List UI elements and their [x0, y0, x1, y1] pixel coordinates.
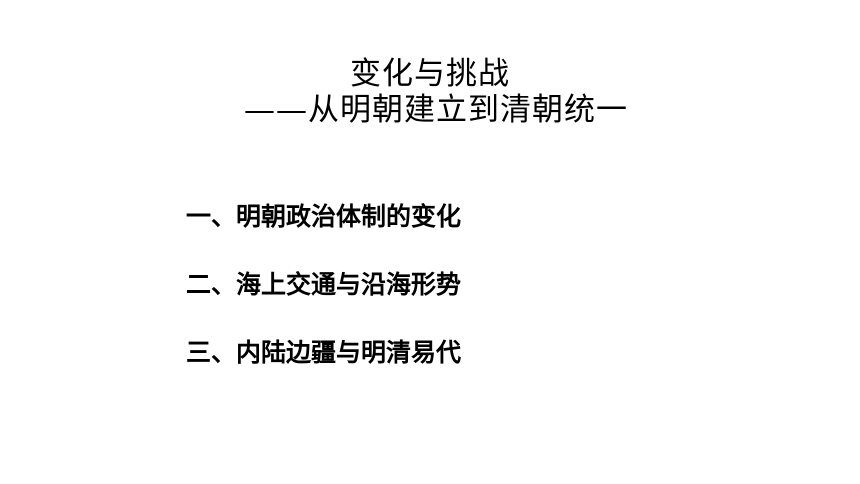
outline-item-1: 一、明朝政治体制的变化	[186, 202, 462, 231]
title-block: 变化与挑战 ——从明朝建立到清朝统一	[0, 56, 860, 128]
outline-item-2: 二、海上交通与沿海形势	[186, 270, 462, 299]
outline-item-3: 三、内陆边疆与明清易代	[186, 338, 462, 367]
outline-list: 一、明朝政治体制的变化 二、海上交通与沿海形势 三、内陆边疆与明清易代	[186, 200, 461, 404]
slide-title: 变化与挑战	[350, 56, 510, 92]
slide-subtitle: ——从明朝建立到清朝统一	[244, 92, 628, 128]
